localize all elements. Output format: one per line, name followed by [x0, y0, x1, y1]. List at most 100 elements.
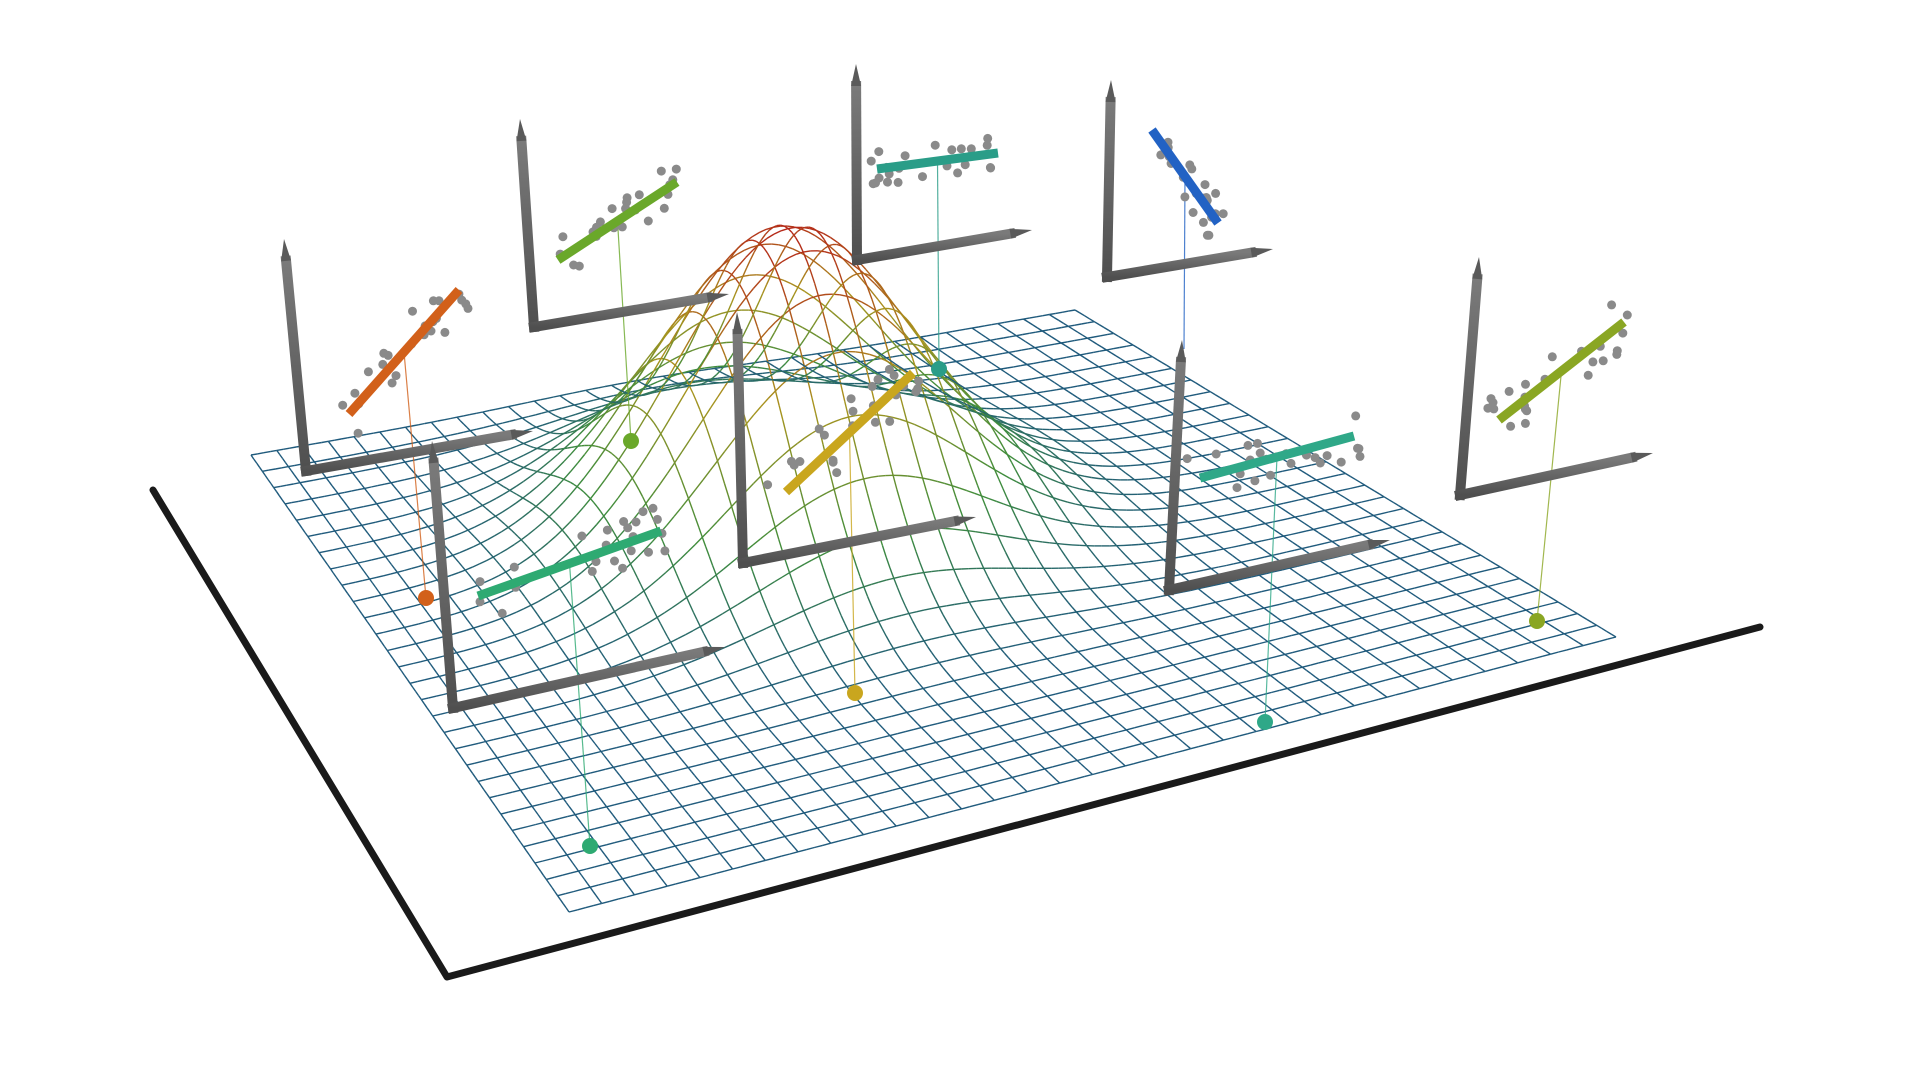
mesh-segment [390, 628, 398, 632]
mesh-segment [594, 445, 599, 448]
mesh-segment [411, 434, 416, 439]
mesh-segment [1091, 476, 1099, 480]
mesh-segment [549, 632, 554, 638]
mesh-segment [318, 552, 323, 558]
mesh-segment [722, 809, 728, 815]
mesh-segment [538, 508, 544, 512]
mesh-segment [466, 762, 475, 766]
mesh-segment [820, 831, 825, 837]
mesh-segment [559, 778, 568, 782]
mesh-segment [763, 766, 768, 772]
mesh-segment [1018, 508, 1027, 513]
mesh-segment [1416, 652, 1425, 656]
mesh-segment [359, 444, 364, 449]
mesh-segment [488, 745, 493, 751]
mesh-segment [551, 887, 556, 892]
mesh-segment [623, 628, 629, 635]
mesh-segment [273, 485, 281, 489]
mesh-segment [1054, 342, 1062, 345]
mesh-segment [686, 591, 695, 599]
mesh-segment [514, 781, 519, 787]
mesh-segment [565, 907, 570, 913]
mesh-segment [497, 809, 502, 815]
mesh-segment [997, 431, 1006, 439]
mesh-segment [518, 414, 523, 419]
mesh-segment [684, 810, 690, 815]
mesh-segment [579, 419, 584, 422]
mesh-segment [1094, 681, 1103, 686]
mesh-segment [440, 432, 445, 437]
mesh-segment [710, 794, 715, 800]
mesh-segment [740, 691, 749, 695]
mesh-segment [781, 832, 786, 837]
mesh-segment [891, 362, 899, 369]
mesh-segment [533, 400, 539, 405]
mesh-segment [967, 372, 975, 376]
mesh-segment [869, 353, 878, 358]
mesh-segment [470, 646, 479, 650]
mesh-segment [1019, 538, 1028, 541]
mesh-segment [1469, 621, 1479, 626]
mesh-segment [1572, 628, 1581, 633]
mesh-segment [1055, 518, 1063, 522]
mesh-segment [578, 617, 583, 624]
mesh-segment [583, 714, 592, 719]
mesh-segment [549, 486, 558, 495]
mesh-segment [1020, 772, 1029, 776]
mesh-segment [635, 369, 641, 375]
mesh-segment [973, 492, 982, 497]
mesh-segment [395, 614, 400, 620]
mesh-segment [1124, 375, 1132, 379]
mesh-segment [1458, 658, 1467, 662]
mesh-segment [574, 774, 583, 778]
mesh-segment [1272, 724, 1281, 728]
mesh-segment [1175, 538, 1184, 541]
mesh-segment [597, 768, 606, 772]
mesh-segment [1275, 535, 1284, 539]
mesh-segment [558, 740, 566, 744]
mesh-segment [766, 233, 775, 239]
mesh-segment [557, 892, 566, 897]
mesh-segment [977, 431, 987, 439]
mesh-segment [1308, 645, 1317, 650]
mesh-segment [833, 277, 842, 286]
mesh-segment [1427, 683, 1437, 688]
mesh-segment [928, 430, 937, 436]
mesh-segment [663, 439, 669, 448]
mesh-segment [353, 543, 361, 547]
mesh-segment [1108, 767, 1118, 771]
mesh-segment [515, 731, 524, 735]
mesh-segment [293, 515, 297, 521]
mesh-segment [613, 611, 619, 618]
mesh-segment [1238, 698, 1248, 702]
mesh-segment [1297, 563, 1306, 567]
mesh-segment [422, 507, 430, 511]
mesh-segment [1407, 521, 1416, 525]
mesh-segment [1041, 404, 1048, 407]
mesh-segment [1314, 627, 1323, 631]
mesh-segment [575, 612, 580, 619]
mesh-segment [363, 570, 368, 576]
mesh-segment [548, 730, 553, 736]
mesh-segment [1082, 588, 1091, 591]
mesh-segment [1472, 637, 1481, 642]
mesh-segment [893, 645, 902, 650]
mesh-segment [424, 522, 429, 528]
mesh-segment [494, 531, 502, 537]
mesh-segment [615, 405, 620, 409]
mesh-segment [387, 535, 395, 539]
mesh-segment [477, 780, 482, 786]
mesh-segment [862, 654, 871, 658]
mesh-segment [1233, 561, 1242, 565]
mesh-segment [527, 528, 536, 536]
mesh-segment [706, 741, 715, 745]
mesh-segment [548, 704, 557, 708]
mesh-segment [757, 660, 766, 665]
mesh-segment [1304, 562, 1313, 566]
mesh-segment [369, 578, 374, 584]
mesh-segment [964, 343, 971, 346]
mesh-segment [586, 694, 595, 698]
mesh-segment [663, 865, 672, 869]
mesh-segment [969, 803, 979, 808]
mesh-segment [1130, 464, 1139, 467]
